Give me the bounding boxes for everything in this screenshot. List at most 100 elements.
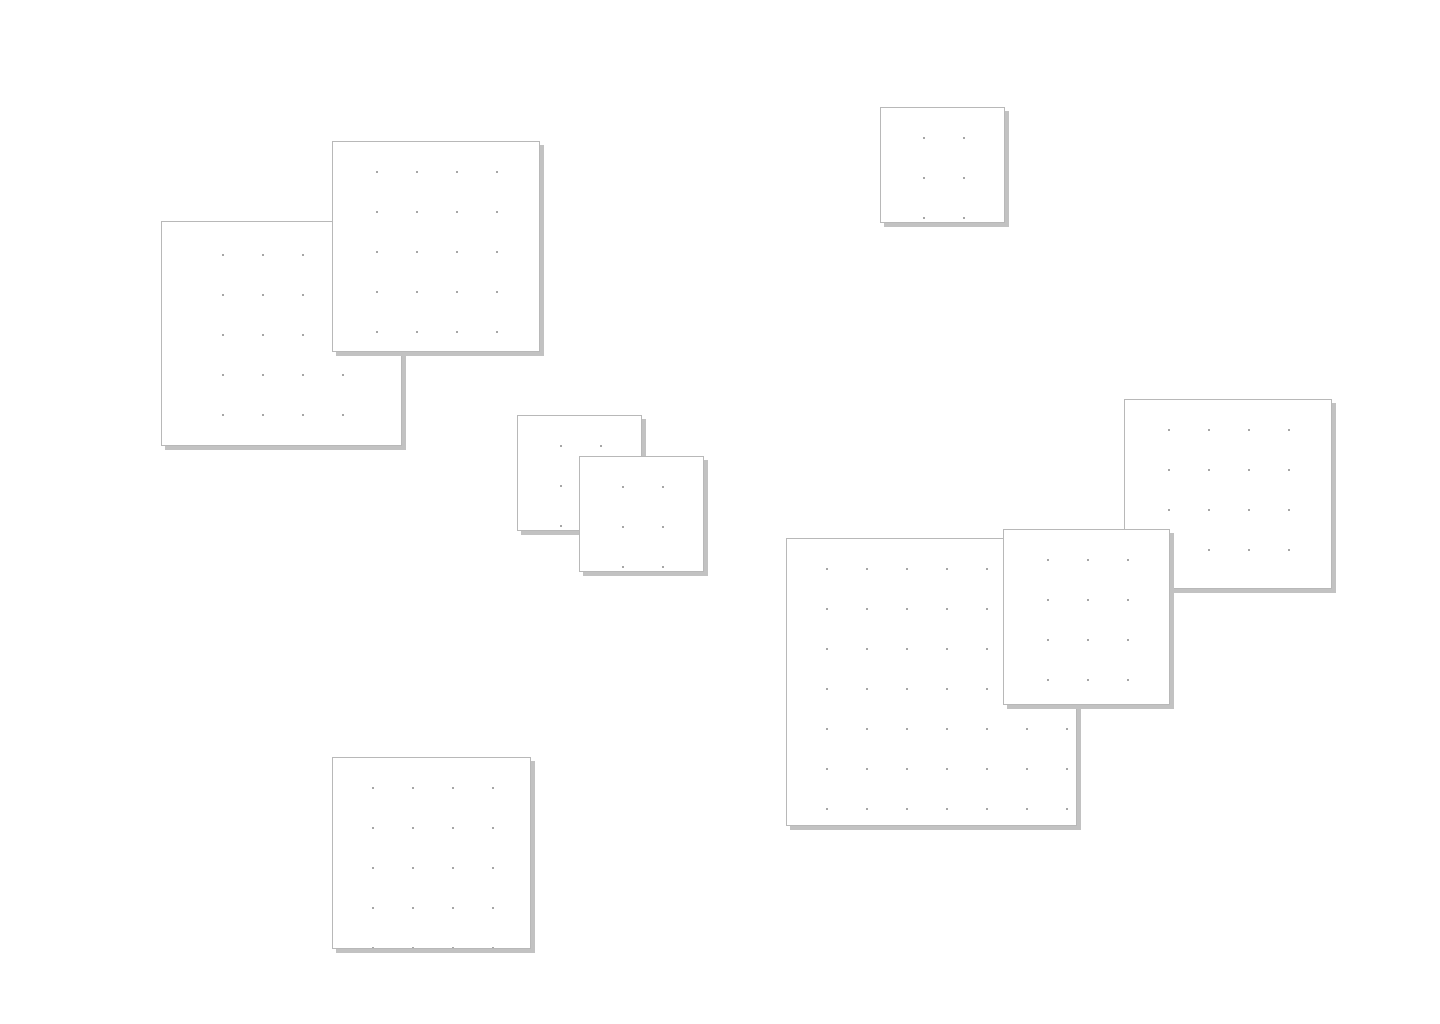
dot-grid-panel[interactable] (880, 107, 1005, 223)
grid-dot (1168, 509, 1170, 511)
grid-dot (986, 768, 988, 770)
grid-dot (662, 486, 664, 488)
grid-dot (866, 648, 868, 650)
grid-dot (456, 211, 458, 213)
grid-dot (946, 728, 948, 730)
grid-dot (906, 808, 908, 810)
grid-dot (1066, 808, 1068, 810)
grid-dot (416, 211, 418, 213)
dot-grid-panel[interactable] (332, 141, 540, 352)
grid-dot (986, 728, 988, 730)
grid-dot (946, 768, 948, 770)
grid-dot (866, 768, 868, 770)
grid-dot (222, 294, 224, 296)
grid-dot (496, 291, 498, 293)
grid-dot (456, 291, 458, 293)
grid-dot (560, 445, 562, 447)
grid-dot (1026, 808, 1028, 810)
grid-dot (986, 808, 988, 810)
grid-dot (1047, 639, 1049, 641)
grid-dot (986, 568, 988, 570)
grid-dot (906, 768, 908, 770)
grid-dot (923, 177, 925, 179)
grid-dot (222, 334, 224, 336)
grid-dot (1066, 768, 1068, 770)
grid-dot (492, 907, 494, 909)
grid-dot (492, 827, 494, 829)
grid-dot (416, 291, 418, 293)
dot-grid-panel[interactable] (579, 456, 704, 572)
grid-dot (302, 294, 304, 296)
grid-dot (1026, 728, 1028, 730)
grid-dot (1127, 559, 1129, 561)
grid-dot (302, 374, 304, 376)
grid-dot (986, 608, 988, 610)
grid-dot (1066, 728, 1068, 730)
grid-dot (1248, 509, 1250, 511)
grid-dot (906, 568, 908, 570)
grid-dot (1168, 429, 1170, 431)
dot-grid-panel[interactable] (332, 757, 531, 949)
grid-dot (963, 137, 965, 139)
grid-dot (1026, 768, 1028, 770)
grid-dot (986, 648, 988, 650)
grid-dot (1087, 639, 1089, 641)
grid-dot (826, 648, 828, 650)
grid-dot (452, 947, 454, 948)
grid-dot (342, 374, 344, 376)
grid-dot (372, 787, 374, 789)
grid-dot (826, 608, 828, 610)
grid-dot (1087, 599, 1089, 601)
grid-dot (1127, 599, 1129, 601)
grid-dot (1168, 469, 1170, 471)
grid-dot (452, 907, 454, 909)
grid-dot (372, 867, 374, 869)
grid-dot (376, 211, 378, 213)
grid-dot (496, 171, 498, 173)
grid-dot (946, 608, 948, 610)
grid-dot (376, 331, 378, 333)
grid-dot (222, 254, 224, 256)
grid-dot (906, 728, 908, 730)
grid-dot (492, 787, 494, 789)
grid-dot (376, 251, 378, 253)
grid-dot (262, 374, 264, 376)
grid-dot (622, 486, 624, 488)
grid-dot (866, 568, 868, 570)
grid-dot (560, 485, 562, 487)
grid-dot (496, 251, 498, 253)
grid-dot (262, 294, 264, 296)
grid-dot (1288, 429, 1290, 431)
grid-dot (866, 688, 868, 690)
grid-dot (963, 177, 965, 179)
grid-dot (372, 827, 374, 829)
grid-dot (946, 808, 948, 810)
grid-dot (662, 566, 664, 568)
grid-dot (412, 947, 414, 948)
grid-dot (1288, 469, 1290, 471)
grid-dot (302, 254, 304, 256)
grid-dot (456, 251, 458, 253)
grid-dot (906, 608, 908, 610)
grid-dot (302, 414, 304, 416)
dot-grid-panel[interactable] (1003, 529, 1170, 705)
grid-dot (622, 566, 624, 568)
grid-dot (342, 414, 344, 416)
grid-dot (1087, 559, 1089, 561)
grid-dot (826, 688, 828, 690)
grid-dot (416, 171, 418, 173)
grid-dot (262, 254, 264, 256)
grid-dot (866, 728, 868, 730)
grid-dot (302, 334, 304, 336)
grid-dot (1248, 429, 1250, 431)
grid-dot (560, 525, 562, 527)
grid-dot (946, 648, 948, 650)
grid-dot (456, 331, 458, 333)
grid-dot (622, 526, 624, 528)
grid-dot (452, 867, 454, 869)
grid-dot (866, 608, 868, 610)
grid-dot (923, 137, 925, 139)
grid-dot (826, 768, 828, 770)
grid-dot (1087, 679, 1089, 681)
